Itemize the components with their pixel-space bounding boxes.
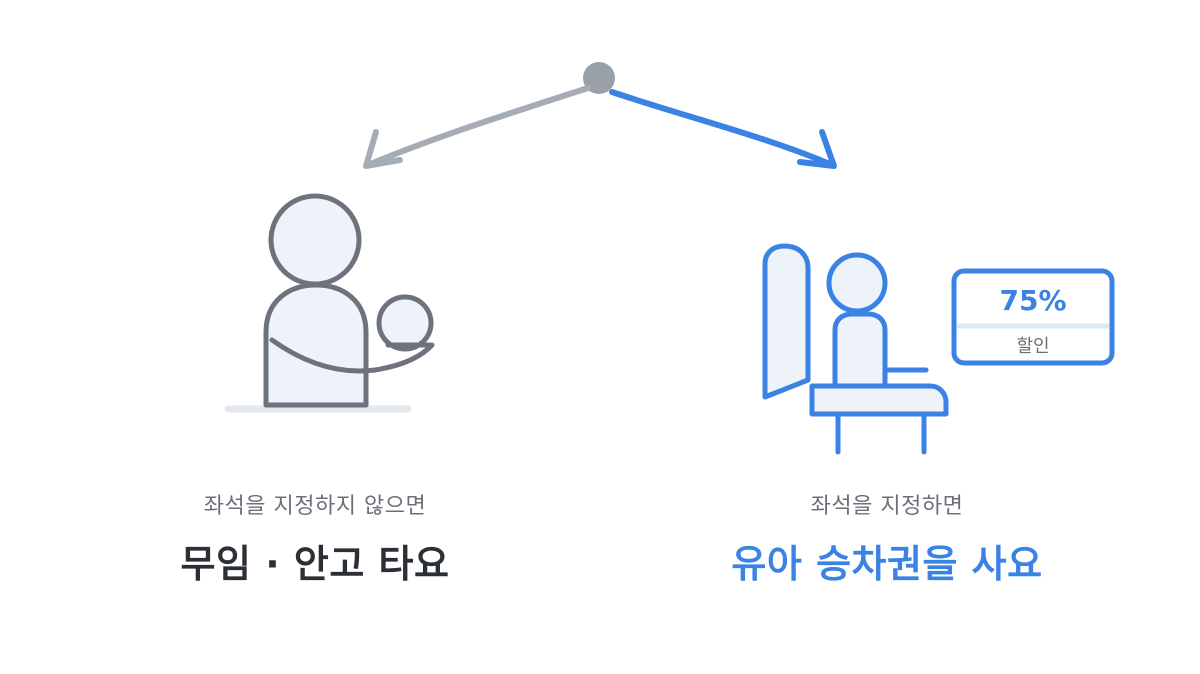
right-title: 유아 승차권을 사요 (731, 542, 1043, 586)
right-branch-arrow (609, 89, 837, 169)
left-title: 무임 · 안고 타요 (180, 542, 450, 586)
left-branch-arrow (363, 85, 591, 169)
branch-node (583, 62, 615, 94)
discount-label: 할인 (1016, 336, 1049, 357)
discount-badge: 75% 할인 (951, 268, 1115, 366)
right-subtitle: 좌석을 지정하면 (810, 494, 964, 519)
discount-value: 75% (999, 284, 1066, 317)
parent-holding-baby-icon (224, 193, 435, 413)
left-subtitle: 좌석을 지정하지 않으면 (203, 494, 427, 519)
child-in-seat-icon (762, 243, 949, 455)
